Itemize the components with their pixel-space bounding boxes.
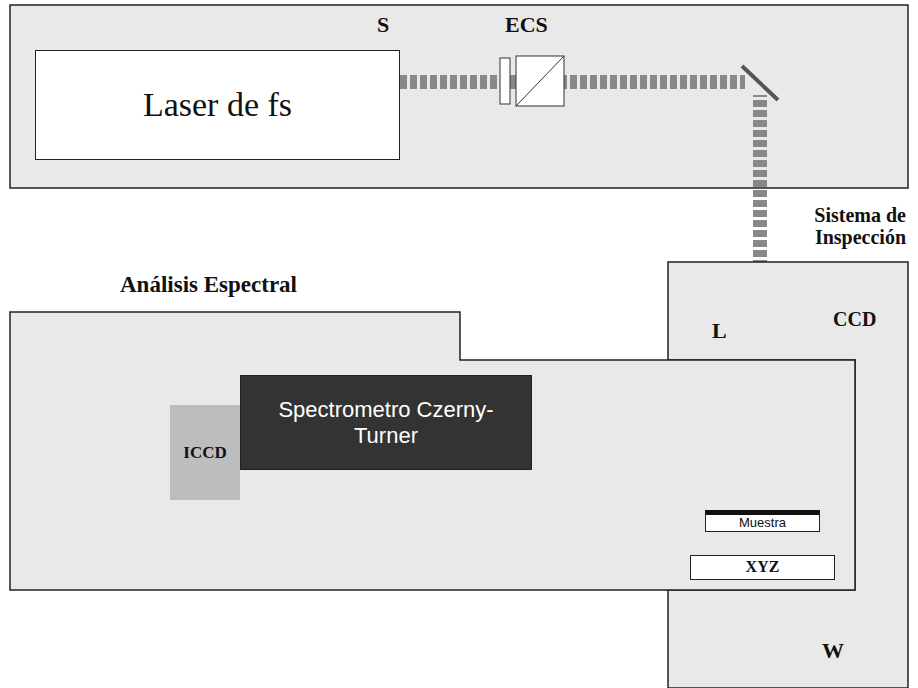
laser-beam bbox=[753, 95, 767, 190]
sample-box: Muestra bbox=[705, 510, 820, 532]
xyz-stage: XYZ bbox=[690, 555, 835, 580]
mirror bbox=[742, 66, 778, 100]
node-text: Muestra bbox=[739, 516, 786, 531]
panel-heading: Sistema de Inspección bbox=[738, 204, 906, 248]
laser-box: Laser de fs bbox=[35, 50, 400, 160]
analysis-panel: Análisis EspectralSpectrometro Czerny-Tu… bbox=[10, 312, 855, 590]
node-text: ICCD bbox=[183, 443, 226, 463]
node-text: XYZ bbox=[746, 558, 780, 576]
node-text: Laser de fs bbox=[143, 85, 292, 124]
part-label: L bbox=[712, 318, 727, 344]
node-text: Spectrometro Czerny-Turner bbox=[257, 397, 515, 448]
part-label: S bbox=[377, 12, 389, 38]
spectrometer-box: Spectrometro Czerny-Turner bbox=[240, 375, 532, 470]
attenuator bbox=[500, 56, 564, 106]
part-label: ECS bbox=[505, 12, 548, 38]
panel-heading: Análisis Espectral bbox=[120, 272, 420, 297]
part-label: W bbox=[822, 638, 844, 664]
iccd-camera: ICCD bbox=[170, 405, 240, 500]
laser-panel bbox=[10, 5, 908, 188]
part-label: CCD bbox=[833, 308, 876, 331]
